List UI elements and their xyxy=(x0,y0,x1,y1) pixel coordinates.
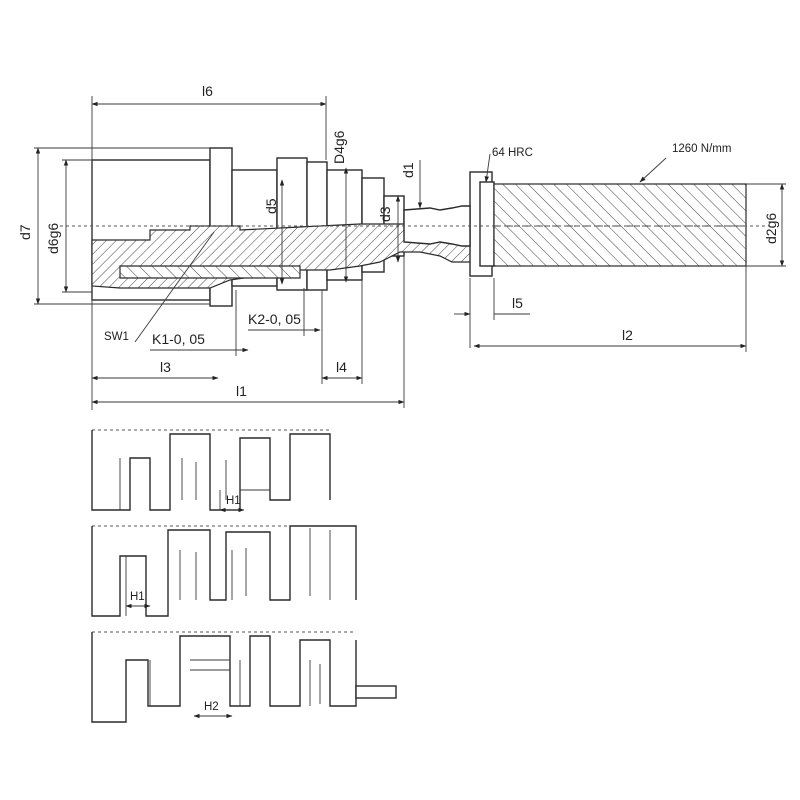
label-d7: d7 xyxy=(17,224,33,240)
main-assembly-view xyxy=(60,147,770,307)
label-l2: l2 xyxy=(622,327,633,343)
label-strength: 1260 N/mm xyxy=(672,143,731,155)
variant-view-3: H2 xyxy=(91,631,397,723)
label-d6g6: d6g6 xyxy=(45,223,61,254)
label-k1: K1-0, 05 xyxy=(152,331,205,347)
tool-collar xyxy=(479,181,495,267)
label-d2g6: d2g6 xyxy=(763,213,779,244)
variant-3-shaft xyxy=(355,685,397,699)
label-d5: d5 xyxy=(263,198,279,214)
spindle-inner xyxy=(119,265,301,279)
label-h2: H2 xyxy=(204,701,219,713)
variant-view-2: H1 xyxy=(91,525,357,617)
label-d3: d3 xyxy=(377,206,393,222)
dimension-lines xyxy=(34,96,786,410)
label-l5: l5 xyxy=(512,295,523,311)
label-sw1: SW1 xyxy=(104,331,129,343)
label-k2: K2-0, 05 xyxy=(248,311,301,327)
label-l4: l4 xyxy=(336,359,347,375)
label-d4g6: D4g6 xyxy=(331,130,347,164)
variant-view-1: H1 xyxy=(91,429,331,513)
label-h1-mid: H1 xyxy=(130,591,145,603)
tool-shank xyxy=(493,183,747,267)
label-l3: l3 xyxy=(160,359,171,375)
label-h1-top: H1 xyxy=(226,495,241,507)
label-d1: d1 xyxy=(400,162,416,178)
label-l1: l1 xyxy=(236,383,247,399)
label-hrc: 64 HRC xyxy=(492,147,533,159)
tool-neck xyxy=(403,205,471,247)
dimension-labels: l6 D4g6 d1 d5 d3 64 HRC 1260 N/mm d7 d6g… xyxy=(17,83,779,399)
label-l6: l6 xyxy=(202,83,213,99)
